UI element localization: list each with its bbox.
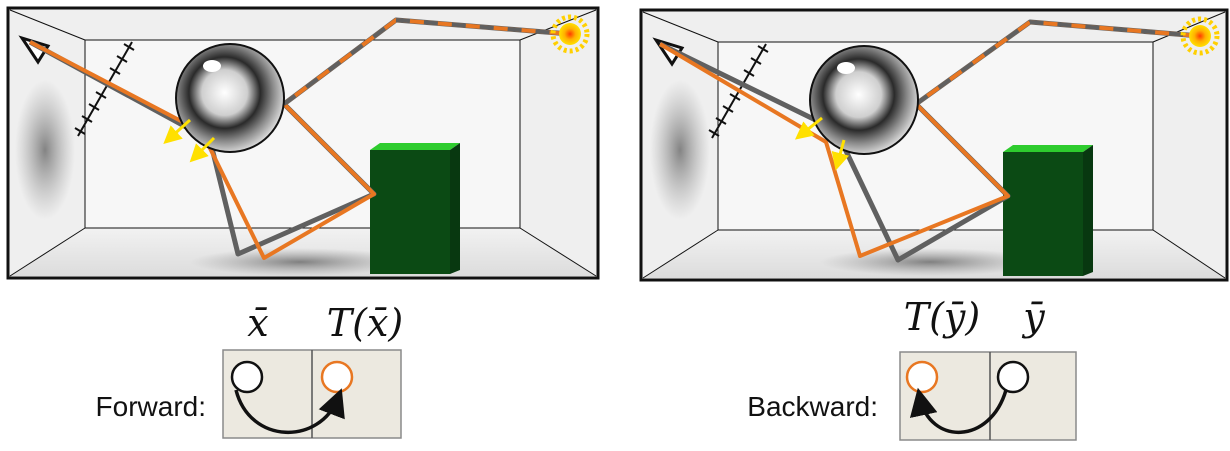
- normal-arrow: [794, 116, 823, 140]
- floor-shadow: [190, 248, 410, 276]
- normal-arrow: [831, 139, 850, 171]
- forward-mutation-diagram: x̄ T(x̄) Forward:: [96, 301, 403, 439]
- forward-right-symbol: T(x̄): [327, 301, 403, 345]
- forward-left-symbol: x̄: [247, 301, 268, 345]
- mirror-sphere: [809, 45, 919, 155]
- forward-mutation-arrow: [234, 388, 345, 434]
- current-state-circle: [996, 360, 1030, 394]
- backward-mutation-arrow: [909, 387, 1008, 435]
- proposed-state-circle: [905, 360, 939, 394]
- sphere-highlight: [837, 62, 855, 74]
- normal-arrow: [163, 118, 192, 145]
- proposed-state-circle: [320, 360, 354, 394]
- backward-mutation-diagram: T(ȳ) ȳ Backward:: [747, 295, 1077, 441]
- green-box: [370, 143, 460, 274]
- current-state-circle: [230, 360, 264, 394]
- backward-left-symbol: T(ȳ): [904, 295, 980, 339]
- wall-shadow: [650, 80, 710, 220]
- sphere-highlight: [203, 60, 221, 72]
- forward-label: Forward:: [96, 391, 206, 422]
- light-source-icon: [1180, 16, 1220, 56]
- light-source-icon: [550, 14, 590, 54]
- wall-shadow: [15, 80, 75, 220]
- mirror-sphere: [175, 43, 285, 153]
- backward-right-symbol: ȳ: [1021, 295, 1045, 339]
- backward-label: Backward:: [747, 391, 878, 422]
- forward-scene-panel: [6, 6, 600, 280]
- backward-scene-panel: [639, 8, 1229, 282]
- floor-shadow: [820, 248, 1040, 276]
- green-box: [1003, 145, 1093, 276]
- normal-arrow: [189, 136, 216, 163]
